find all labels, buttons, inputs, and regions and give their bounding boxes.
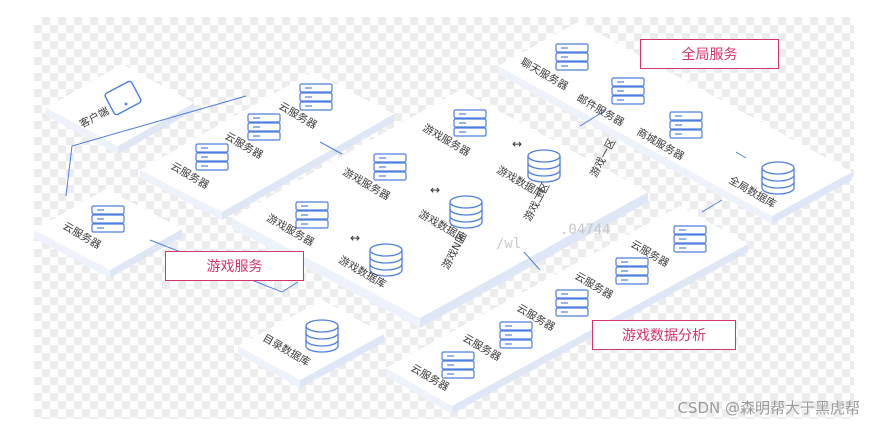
server-icon (615, 257, 649, 285)
server-icon (555, 289, 589, 317)
csdn-watermark: CSDN @森明帮大于黑虎帮 (677, 399, 860, 417)
server-icon (669, 111, 703, 139)
platform-game-areas (232, 90, 648, 328)
connector-game-analytics (523, 251, 541, 271)
database-icon (305, 319, 339, 353)
watermark-faint-text: /wl (496, 236, 521, 252)
bidirectional-arrow-icon: ↔ (350, 231, 360, 245)
game-analytics-callout: 游戏数据分析 (592, 320, 736, 350)
database-icon (449, 195, 483, 229)
server-icon (673, 225, 707, 253)
server-icon (453, 109, 487, 137)
database-icon (369, 243, 403, 277)
bidirectional-arrow-icon: ↔ (512, 137, 522, 151)
tablet-icon (104, 80, 142, 116)
server-icon (91, 205, 125, 233)
game-services-callout: 游戏服务 (165, 251, 304, 281)
database-icon (527, 149, 561, 183)
watermark-faint-text-2: .04744 (560, 222, 611, 238)
server-icon (195, 143, 229, 171)
server-icon (247, 113, 281, 141)
server-icon (299, 83, 333, 111)
server-icon (441, 351, 475, 379)
platform-cloud-left (34, 189, 182, 278)
bidirectional-arrow-icon: ↔ (430, 183, 440, 197)
connector-client-cloud (65, 95, 247, 197)
connector-cloud-game (319, 141, 343, 155)
server-icon (611, 77, 645, 105)
database-icon (761, 161, 795, 195)
connector-global-db (701, 199, 723, 213)
global-services-callout: 全局服务 (640, 39, 779, 69)
server-icon (373, 153, 407, 181)
server-icon (295, 201, 329, 229)
connector-game-global (579, 109, 607, 127)
server-icon (555, 43, 589, 71)
server-icon (499, 321, 533, 349)
connector-mall-globaldb (735, 151, 747, 159)
